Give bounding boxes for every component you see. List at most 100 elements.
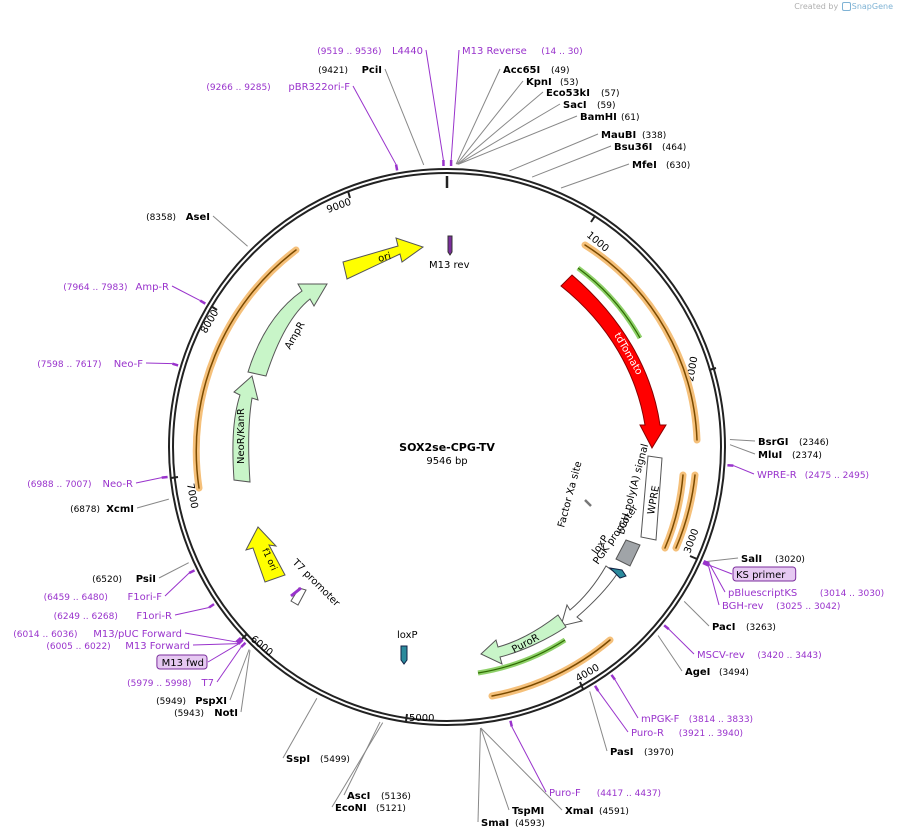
site-name: MfeI: [632, 160, 657, 171]
primer-range: (3921 .. 3940): [679, 729, 743, 739]
site-paci: PacI (3263): [683, 601, 776, 633]
site-name: AscI: [347, 791, 370, 802]
plasmid-length: 9546 bp: [426, 456, 467, 467]
site-position: (49): [551, 66, 569, 76]
primer-neo-f: Neo-F(7598 .. 7617): [37, 359, 179, 370]
feature-label-factor-xa: Factor Xa site: [556, 460, 584, 529]
primer-range: (3814 .. 3833): [689, 715, 753, 725]
primer-name: F1ori-F: [128, 592, 163, 603]
site-name: AgeI: [685, 667, 710, 678]
feature-loxp-2: loxP: [397, 630, 418, 665]
primer-puro-f: Puro-F(4417 .. 4437): [509, 720, 661, 799]
site-pcii: PciI(9421): [318, 65, 425, 166]
site-name: XmaI: [565, 806, 594, 817]
primer-name: M13 Reverse: [462, 46, 527, 57]
feature-ori: ori: [342, 237, 425, 280]
site-eco53ki: Eco53kI(57): [457, 88, 619, 165]
credit-brand: SnapGene: [851, 2, 893, 11]
primer-name: pBluescriptKS: [728, 588, 797, 599]
primer-range: (5979 .. 5998): [127, 679, 191, 689]
site-name: EcoNI: [335, 803, 367, 814]
feature-label-ori: ori: [377, 251, 392, 265]
primer-range: (3420 .. 3443): [757, 651, 821, 661]
snapgene-logo-icon: [841, 2, 851, 11]
site-position: (5949): [156, 697, 186, 707]
primer-name: Neo-R: [103, 479, 134, 490]
site-bsrgi: BsrGI(2346): [729, 437, 829, 448]
site-xmai: XmaI (4591): [480, 727, 629, 817]
site-kpni: KpnI(53): [456, 77, 578, 165]
primer-range: (7964 .. 7983): [63, 283, 127, 293]
primer-range: (3014 .. 3030): [820, 589, 884, 599]
site-psii: PsiI (6520): [92, 562, 189, 585]
site-position: (464): [662, 143, 686, 153]
site-name: SmaI: [481, 818, 509, 829]
site-position: (4591): [599, 807, 629, 817]
primer-range: (9519 .. 9536): [317, 47, 381, 57]
plasmid-name: SOX2se-CPG-TV: [399, 441, 495, 454]
primer-m13-fwd: M13 fwd: [156, 638, 244, 670]
site-name: BamHI: [580, 112, 617, 123]
primer-name: M13/pUC Forward: [93, 629, 182, 640]
primer-name: mPGK-F: [641, 714, 680, 725]
site-name: PacI: [712, 622, 735, 633]
site-position: (53): [560, 78, 578, 88]
feature-ampr: AmpR: [247, 283, 328, 377]
site-position: (3494): [719, 668, 749, 678]
feature-label-loxp-2: loxP: [397, 630, 418, 641]
site-position: (57): [601, 89, 619, 99]
primer-range: (6249 .. 6268): [54, 612, 118, 622]
site-name: PsiI: [136, 574, 156, 585]
primer-range: (3025 .. 3042): [776, 602, 840, 612]
site-position: (59): [597, 101, 615, 111]
primer-name: MSCV-rev: [697, 650, 745, 661]
primer-puro-r: Puro-R(3921 .. 3940): [593, 685, 743, 739]
primer-range: (4417 .. 4437): [597, 789, 661, 799]
primer-range: (2475 .. 2495): [805, 471, 869, 481]
snapgene-credit: Created by SnapGene: [794, 2, 893, 11]
site-pspxi: PspXI (5949): [156, 649, 250, 707]
site-position: (5136): [381, 792, 411, 802]
site-asei: AseI(8358): [146, 212, 248, 247]
site-name: MauBI: [601, 130, 636, 141]
feature-factor-xa: Factor Xa site: [556, 460, 592, 529]
primer-name: T7: [201, 678, 214, 689]
feature-neor: NeoR/KanR: [232, 375, 259, 483]
site-xcmi: XcmI(6878): [70, 498, 169, 515]
site-name: TspMI: [512, 806, 544, 817]
site-name: PspXI: [195, 696, 227, 707]
site-position: (3263): [746, 623, 776, 633]
primer-name: WPRE-R: [757, 470, 797, 481]
site-name: Acc65I: [503, 65, 540, 76]
primer-name: M13 fwd: [162, 658, 204, 669]
feature-puror: PuroR: [480, 614, 567, 665]
site-position: (9421): [318, 66, 348, 76]
primer-bgh-rev: BGH-rev(3025 .. 3042): [702, 561, 840, 612]
primer-sites: M13 Reverse(14 .. 30)L4440(9519 .. 9536)…: [13, 46, 884, 799]
primer-m13-reverse: M13 Reverse(14 .. 30): [449, 46, 583, 167]
site-position: (3020): [775, 555, 805, 565]
primer-f1ori-f: F1ori-F(6459 .. 6480): [44, 569, 196, 603]
primer-pbluescriptks: pBluescriptKS (3014 .. 3030): [703, 559, 884, 599]
primer-mscv-rev: MSCV-rev (3420 .. 3443): [663, 624, 822, 661]
site-position: (6520): [92, 575, 122, 585]
site-econi: EcoNI(5121): [331, 722, 406, 814]
feature-wpre: WPRE: [640, 455, 663, 541]
site-asci: AscI (5136): [343, 721, 411, 802]
site-name: AseI: [186, 212, 210, 223]
feature-m13-rev: M13 rev: [429, 235, 470, 271]
primer-m13-puc-forward: M13/pUC Forward(6014 .. 6036): [13, 629, 242, 643]
site-name: SspI: [286, 754, 310, 765]
primer-range: (6988 .. 7007): [27, 480, 91, 490]
primer-wpre-r: WPRE-R (2475 .. 2495): [727, 463, 869, 481]
site-acc65i: Acc65I (49): [455, 65, 569, 165]
site-name: SacI: [563, 100, 587, 111]
site-name: MluI: [758, 450, 782, 461]
primer-range: (6005 .. 6022): [46, 642, 110, 652]
site-position: (2346): [799, 438, 829, 448]
site-position: (2374): [792, 451, 822, 461]
primer-mpgk-f: mPGK-F (3814 .. 3833): [610, 674, 753, 725]
orf-arcs: [192, 241, 701, 700]
feature-label-neor: NeoR/KanR: [236, 408, 247, 464]
